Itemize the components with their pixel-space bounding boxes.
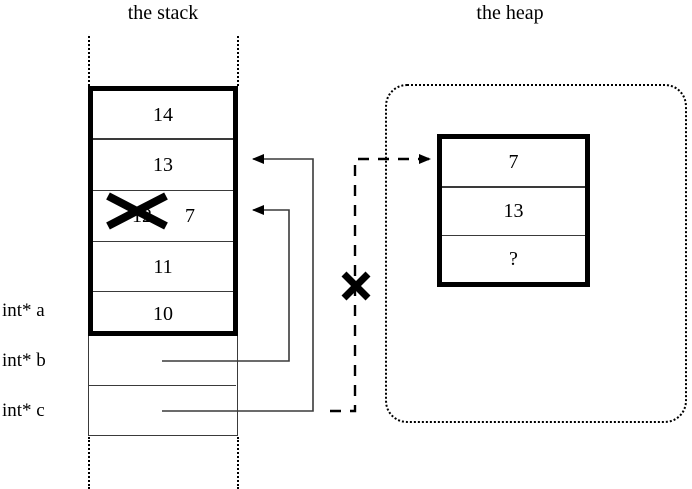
stack-cell-value: 10 bbox=[153, 303, 173, 325]
heap-cell-value: ? bbox=[509, 248, 518, 270]
stack-dotted-right-bottom bbox=[237, 437, 239, 489]
invalidated-pointer-x-icon bbox=[341, 271, 371, 301]
stack-cell-10: 10 bbox=[93, 291, 233, 331]
stack-dotted-left-top bbox=[88, 36, 90, 86]
heap-cell-1: 13 bbox=[442, 187, 585, 235]
var-label-a: int* a bbox=[2, 300, 45, 321]
stack-slot-b bbox=[89, 336, 236, 386]
stack-cell-replacement-value: 7 bbox=[185, 205, 195, 227]
heap-block: 7 13 ? bbox=[437, 134, 590, 287]
stack-cell-13: 13 bbox=[93, 139, 233, 190]
heap-cell-2: ? bbox=[442, 235, 585, 282]
stack-lower-slots bbox=[88, 336, 238, 436]
stack-cell-value: 13 bbox=[153, 154, 173, 176]
heap-title: the heap bbox=[476, 2, 544, 24]
stack-dotted-left-bottom bbox=[88, 437, 90, 489]
stack-cell-value: 11 bbox=[153, 256, 173, 278]
stack-dotted-right-top bbox=[237, 36, 239, 86]
stack-cell-11: 11 bbox=[93, 241, 233, 291]
stack-cell-14: 14 bbox=[93, 91, 233, 139]
stack-cell-value: 12 bbox=[132, 205, 152, 227]
stack-frame: 14 13 12 7 11 10 bbox=[88, 86, 238, 336]
var-label-c: int* c bbox=[2, 400, 45, 421]
heap-cell-0: 7 bbox=[442, 139, 585, 187]
stack-slot-c bbox=[89, 386, 236, 434]
var-label-b: int* b bbox=[2, 350, 46, 371]
heap-cell-value: 7 bbox=[508, 151, 519, 173]
stack-cell-12-struck: 12 7 bbox=[93, 190, 233, 241]
stack-title: the stack bbox=[127, 2, 199, 24]
heap-cell-value: 13 bbox=[503, 200, 524, 222]
stack-cell-value: 14 bbox=[153, 104, 173, 126]
